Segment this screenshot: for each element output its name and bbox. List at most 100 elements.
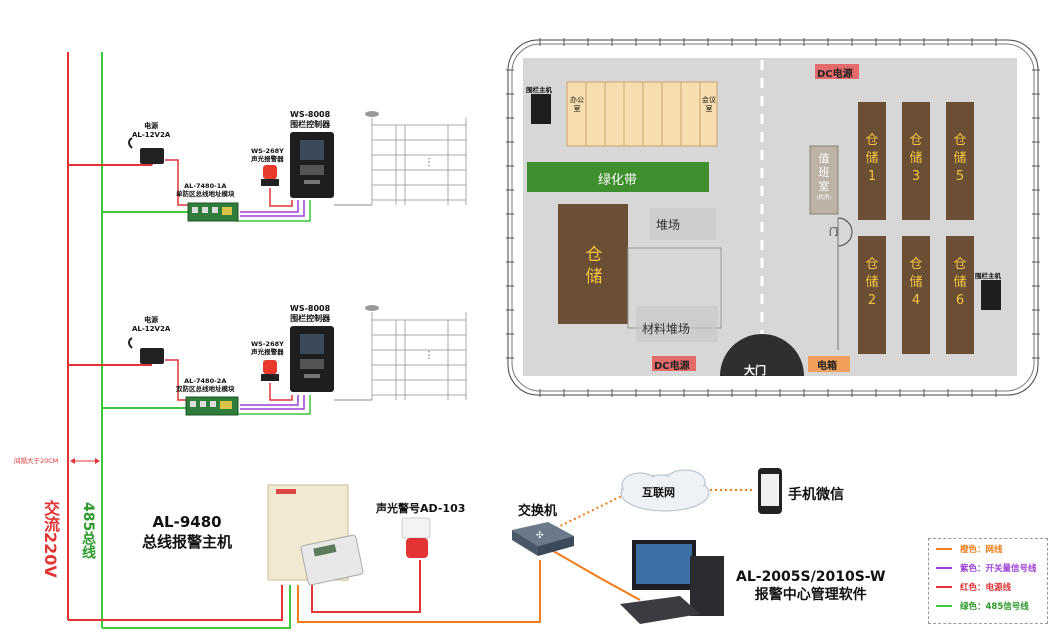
dc-power-top: DC电源 <box>817 69 853 80</box>
address-module-2 <box>185 396 239 416</box>
legend-item-switch: 紫色：开关量信号线 <box>929 558 1047 577</box>
fence-host-left-label: 围栏主机 <box>526 86 552 94</box>
siren-ad103 <box>401 517 431 558</box>
network-switch: ✣ <box>512 522 574 556</box>
gate-label: 大门 <box>744 364 766 377</box>
power-model-1: AL-12V2A <box>132 131 171 139</box>
siren-desc-2: 声光报警器 <box>251 348 284 356</box>
power-name-2: 电源 <box>144 316 159 324</box>
storage-unit-1-num: 1 <box>867 169 877 184</box>
controller-desc-2: 围栏控制器 <box>290 314 331 323</box>
legend-label-network: 橙色：网线 <box>960 544 1003 555</box>
dc-power-bottom: DC电源 <box>654 361 690 372</box>
switch-label: 交换机 <box>518 504 558 519</box>
storage-unit-6-num: 6 <box>955 293 965 308</box>
rs485-bus-label: 485总线 <box>80 502 96 560</box>
module-desc-2: 双防区总线地址模块 <box>176 385 235 393</box>
material-yard-label: 材料堆场 <box>642 322 691 336</box>
alarm-host-cabinet <box>267 484 364 586</box>
legend-item-485: 绿色：485信号线 <box>929 596 1047 615</box>
power-adapter-1 <box>128 137 164 164</box>
storage-unit-4-num: 4 <box>911 293 921 308</box>
internet-cloud <box>620 469 710 512</box>
controller-label-1: WS-8008 围栏控制器 <box>290 110 330 130</box>
electric-fence-1 <box>334 118 467 206</box>
spacing-note: 间隔大于20CM <box>14 457 59 465</box>
storage-unit-4-name: 仓储 <box>909 257 923 290</box>
yard-label: 堆场 <box>656 218 681 232</box>
host-label: AL-9480 总线报警主机 <box>142 512 232 552</box>
legend-swatch-red <box>936 585 952 588</box>
electric-fence-2 <box>334 312 467 401</box>
strobe-siren-1 <box>261 165 279 186</box>
host-desc: 总线报警主机 <box>142 533 233 551</box>
power-adapter-2 <box>128 337 164 364</box>
siren-label-2: WS-268Y 声光报警器 <box>251 340 284 356</box>
siren-ad103-label: 声光警号AD-103 <box>376 502 466 515</box>
storage-unit-6: 仓储 6 <box>946 256 974 310</box>
site-map <box>506 38 1040 397</box>
storage-unit-5: 仓储 5 <box>946 132 974 186</box>
software-label: AL-2005S/2010S-W 报警中心管理软件 <box>736 568 885 604</box>
module-label-2: AL-7480-2A 双防区总线地址模块 <box>176 377 235 393</box>
legend-item-network: 橙色：网线 <box>929 539 1047 558</box>
mobile-label: 手机微信 <box>788 487 844 503</box>
power-label-2: 电源 AL-12V2A <box>132 316 170 334</box>
module-label-1: AL-7480-1A 单防区总线地址模块 <box>176 182 235 198</box>
wire-legend: 橙色：网线 紫色：开关量信号线 红色：电源线 绿色：485信号线 <box>928 538 1048 624</box>
legend-label-switch: 紫色：开关量信号线 <box>960 563 1037 574</box>
door-label: 门 <box>829 228 839 238</box>
green-belt-label: 绿化带 <box>598 173 638 188</box>
storage-unit-3: 仓储 3 <box>902 132 930 186</box>
legend-swatch-purple <box>936 566 952 569</box>
elec-box-label: 电箱 <box>817 361 837 372</box>
module-desc-1: 单防区总线地址模块 <box>176 190 235 198</box>
meeting-label: 会议室 <box>702 96 716 113</box>
power-name-1: 电源 <box>144 122 159 130</box>
fence-host-right-label: 围栏主机 <box>975 272 1001 280</box>
duty-room-label: 值班室 (机房) <box>812 152 836 202</box>
siren-label-1: WS-268Y 声光报警器 <box>251 147 284 163</box>
storage-unit-2: 仓储 2 <box>858 256 886 310</box>
storage-unit-2-name: 仓储 <box>865 257 879 290</box>
controller-model-2: WS-8008 <box>290 304 331 313</box>
storage-unit-3-num: 3 <box>911 169 921 184</box>
management-computer <box>620 540 724 624</box>
legend-label-power: 红色：电源线 <box>960 582 1012 593</box>
storage-unit-1-name: 仓储 <box>865 133 879 166</box>
office-label: 办公室 <box>570 96 584 113</box>
storage-unit-4: 仓储 4 <box>902 256 930 310</box>
software-model: AL-2005S/2010S-W <box>736 569 886 585</box>
power-label-1: 电源 AL-12V2A <box>132 122 170 140</box>
mobile-phone <box>758 468 782 514</box>
module-model-1: AL-7480-1A <box>184 182 227 190</box>
storage-unit-3-name: 仓储 <box>909 133 923 166</box>
internet-link <box>555 491 631 529</box>
internet-label: 互联网 <box>642 486 675 499</box>
power-model-2: AL-12V2A <box>132 325 171 333</box>
duty-room-name: 值班室 <box>818 152 830 193</box>
svg-text:⋮: ⋮ <box>424 157 434 168</box>
storage-unit-5-name: 仓储 <box>953 133 967 166</box>
legend-label-485: 绿色：485信号线 <box>960 601 1029 612</box>
controller-desc-1: 围栏控制器 <box>290 120 331 129</box>
siren-model-2: WS-268Y <box>251 340 284 348</box>
ac-power-label: 交流220V <box>41 500 60 578</box>
address-module-1 <box>187 202 239 222</box>
host-model: AL-9480 <box>152 513 222 531</box>
siren-desc-1: 声光报警器 <box>251 155 284 163</box>
siren-model-1: WS-268Y <box>251 147 284 155</box>
storage-unit-1: 仓储 1 <box>858 132 886 186</box>
strobe-siren-2 <box>261 360 279 381</box>
storage-unit-5-num: 5 <box>955 169 965 184</box>
svg-text:⋮: ⋮ <box>424 350 434 361</box>
svg-text:✣: ✣ <box>536 531 544 541</box>
duty-room-sub: (机房) <box>816 195 832 201</box>
storage-unit-2-num: 2 <box>867 293 877 308</box>
storage-unit-6-name: 仓储 <box>953 257 967 290</box>
big-storage-label: 仓储 <box>585 245 603 287</box>
legend-swatch-green <box>936 604 952 607</box>
module-model-2: AL-7480-2A <box>184 377 227 385</box>
software-desc: 报警中心管理软件 <box>754 587 867 603</box>
